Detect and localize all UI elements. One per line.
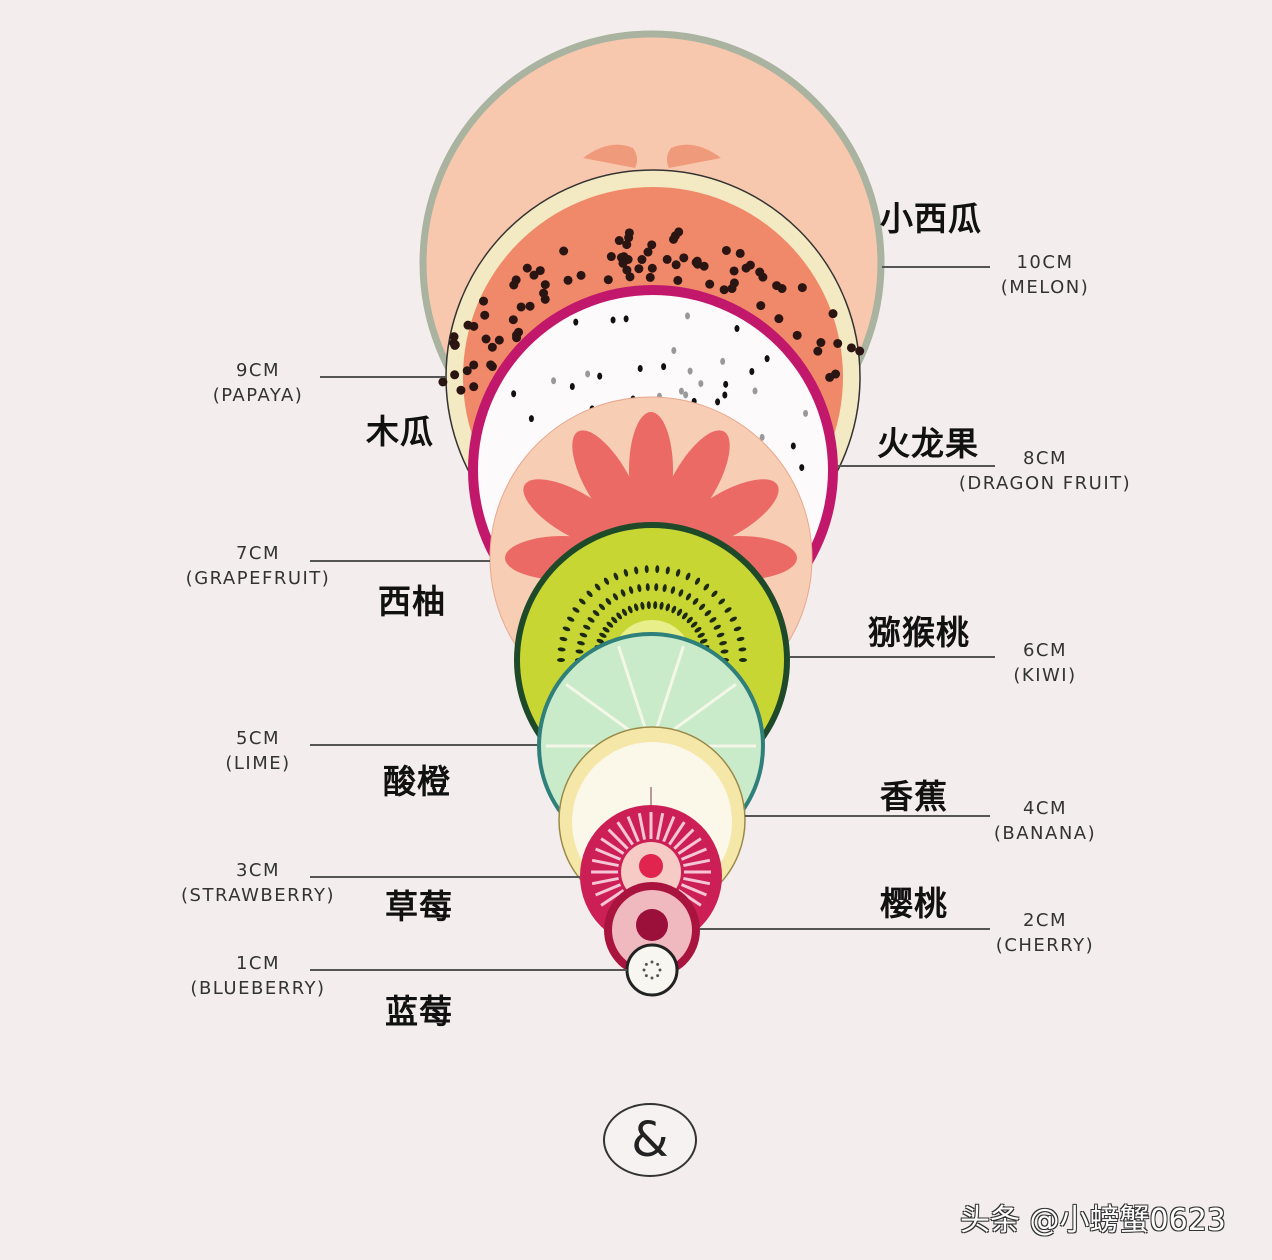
label-en-papaya: 9CM (PAPAYA) <box>213 358 304 408</box>
label-cn-lime: 酸橙 <box>383 762 451 801</box>
label-en-strawberry: 3CM (STRAWBERRY) <box>181 858 335 908</box>
label-cn-blueberry: 蓝莓 <box>385 992 453 1031</box>
watermark: 头条 @小螃蟹0623 <box>960 1203 1226 1238</box>
label-cn-grapefruit: 西柚 <box>378 582 446 621</box>
label-cn-papaya: 木瓜 <box>366 412 434 451</box>
label-cn-kiwi: 猕猴桃 <box>868 613 970 652</box>
cherry-slice <box>604 882 700 978</box>
name-blueberry: (BLUEBERRY) <box>190 978 326 999</box>
blueberry-slice <box>625 943 679 997</box>
name-dragon-fruit: (DRAGON FRUIT) <box>958 473 1132 494</box>
label-en-dragon-fruit: 8CM (DRAGON FRUIT) <box>959 446 1131 496</box>
size-lime: 5CM <box>235 728 281 749</box>
leader-line-lime <box>310 744 537 746</box>
name-banana: (BANANA) <box>993 823 1097 844</box>
name-melon: (MELON) <box>1000 277 1090 298</box>
size-melon: 10CM <box>1016 252 1074 273</box>
label-en-lime: 5CM (LIME) <box>225 726 290 776</box>
size-cherry: 2CM <box>1022 910 1068 931</box>
name-grapefruit: (GRAPEFRUIT) <box>185 568 331 589</box>
leader-line-strawberry <box>310 876 580 878</box>
label-cn-banana: 香蕉 <box>880 777 948 816</box>
label-en-blueberry: 1CM (BLUEBERRY) <box>190 951 325 1001</box>
leader-line-cherry <box>700 928 990 930</box>
leader-line-papaya <box>320 376 447 378</box>
label-cn-melon: 小西瓜 <box>880 199 982 238</box>
leader-line-blueberry <box>310 969 627 971</box>
leader-line-grapefruit <box>310 560 490 562</box>
label-cn-strawberry: 草莓 <box>385 887 453 926</box>
ampersand-logo: & <box>603 1103 697 1177</box>
label-cn-cherry: 樱桃 <box>880 884 948 923</box>
name-cherry: (CHERRY) <box>995 935 1095 956</box>
name-lime: (LIME) <box>225 753 291 774</box>
size-kiwi: 6CM <box>1022 640 1068 661</box>
size-blueberry: 1CM <box>235 953 281 974</box>
name-papaya: (PAPAYA) <box>212 385 304 406</box>
leader-line-banana <box>745 815 990 817</box>
leader-line-dragon-fruit <box>838 465 995 467</box>
size-banana: 4CM <box>1022 798 1068 819</box>
label-en-grapefruit: 7CM (GRAPEFRUIT) <box>186 541 331 591</box>
label-cn-dragon-fruit: 火龙果 <box>877 424 979 463</box>
size-dragon-fruit: 8CM <box>1022 448 1068 469</box>
name-strawberry: (STRAWBERRY) <box>181 885 335 906</box>
size-strawberry: 3CM <box>235 860 281 881</box>
size-papaya: 9CM <box>235 360 281 381</box>
label-en-melon: 10CM (MELON) <box>1001 250 1089 300</box>
leader-line-kiwi <box>790 656 995 658</box>
label-en-banana: 4CM (BANANA) <box>994 796 1096 846</box>
label-en-cherry: 2CM (CHERRY) <box>996 908 1094 958</box>
size-grapefruit: 7CM <box>235 543 281 564</box>
leader-line-melon <box>882 266 990 268</box>
label-en-kiwi: 6CM (KIWI) <box>1013 638 1076 688</box>
name-kiwi: (KIWI) <box>1013 665 1077 686</box>
